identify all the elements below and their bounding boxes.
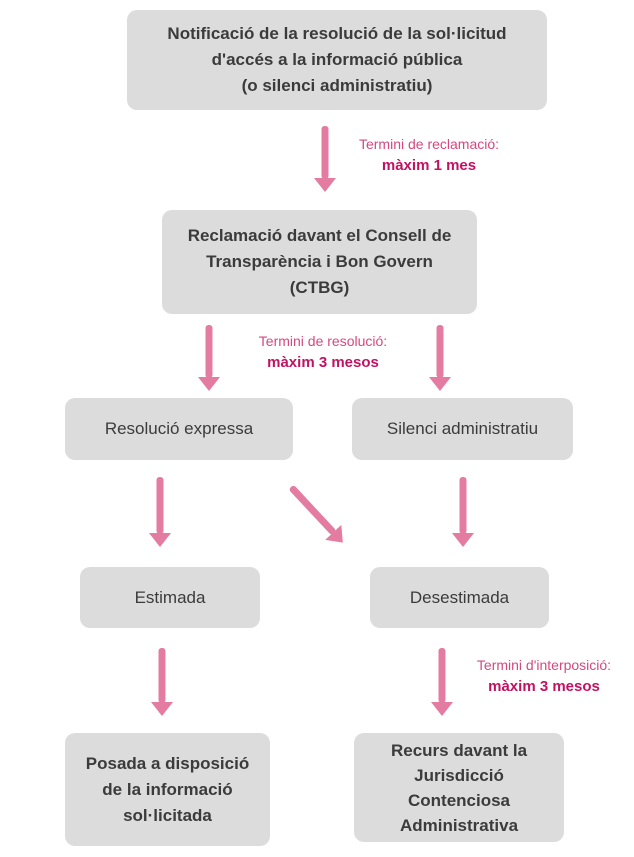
arrow-shaft [205,325,213,378]
arrow-down-resolucio-expressa-icon [198,325,220,391]
arrow-head [151,702,173,716]
edge-label-termini-resolucio: Termini de resolució: màxim 3 mesos [242,331,404,373]
arrow-shaft [156,477,164,534]
arrow-shaft [438,648,446,703]
edge-label-line: Termini d'interposició: [476,657,612,673]
edge-label-line: Termini de resolució: [258,333,388,349]
arrow-down-reclamacio-icon [314,126,336,192]
edge-label-line: Termini de reclamació: [358,136,500,152]
node-resolucio-expressa: Resolució expressa [65,398,293,460]
node-posada-disposicio: Posada a disposició de la informació sol… [65,733,270,846]
edge-label-termini-reclamacio: Termini de reclamació: màxim 1 mes [345,134,513,176]
edge-label-termini-interposicio: Termini d'interposició: màxim 3 mesos [456,655,632,697]
node-desestimada: Desestimada [370,567,549,628]
arrow-shaft [321,126,329,179]
edge-label-line-strong: màxim 3 mesos [488,678,600,695]
arrow-head [431,702,453,716]
arrow-down-estimada-icon [149,477,171,547]
arrow-shaft [436,325,444,378]
arrow-head [198,377,220,391]
arrow-head [314,178,336,192]
node-silenci-administratiu: Silenci administratiu [352,398,573,460]
node-reclamacio-ctbg: Reclamació davant el Consell de Transpar… [162,210,477,314]
node-recurs-jurisdiccio: Recurs davant la Jurisdicció Contenciosa… [354,733,564,842]
edge-label-line-strong: màxim 3 mesos [267,354,379,371]
node-notificacio-resolucio: Notificació de la resolució de la sol·li… [127,10,547,110]
arrow-down-recurs-icon [431,648,453,716]
node-estimada: Estimada [80,567,260,628]
arrow-diagonal-desestimada-icon [283,479,351,551]
arrow-head [452,533,474,547]
arrow-shaft [459,477,467,534]
arrow-shaft [158,648,166,703]
arrow-head [149,533,171,547]
arrow-shaft [288,484,337,536]
edge-label-line-strong: màxim 1 mes [381,157,477,174]
arrow-head [429,377,451,391]
arrow-down-posada-icon [151,648,173,716]
arrow-down-desestimada-icon [452,477,474,547]
arrow-down-silenci-icon [429,325,451,391]
